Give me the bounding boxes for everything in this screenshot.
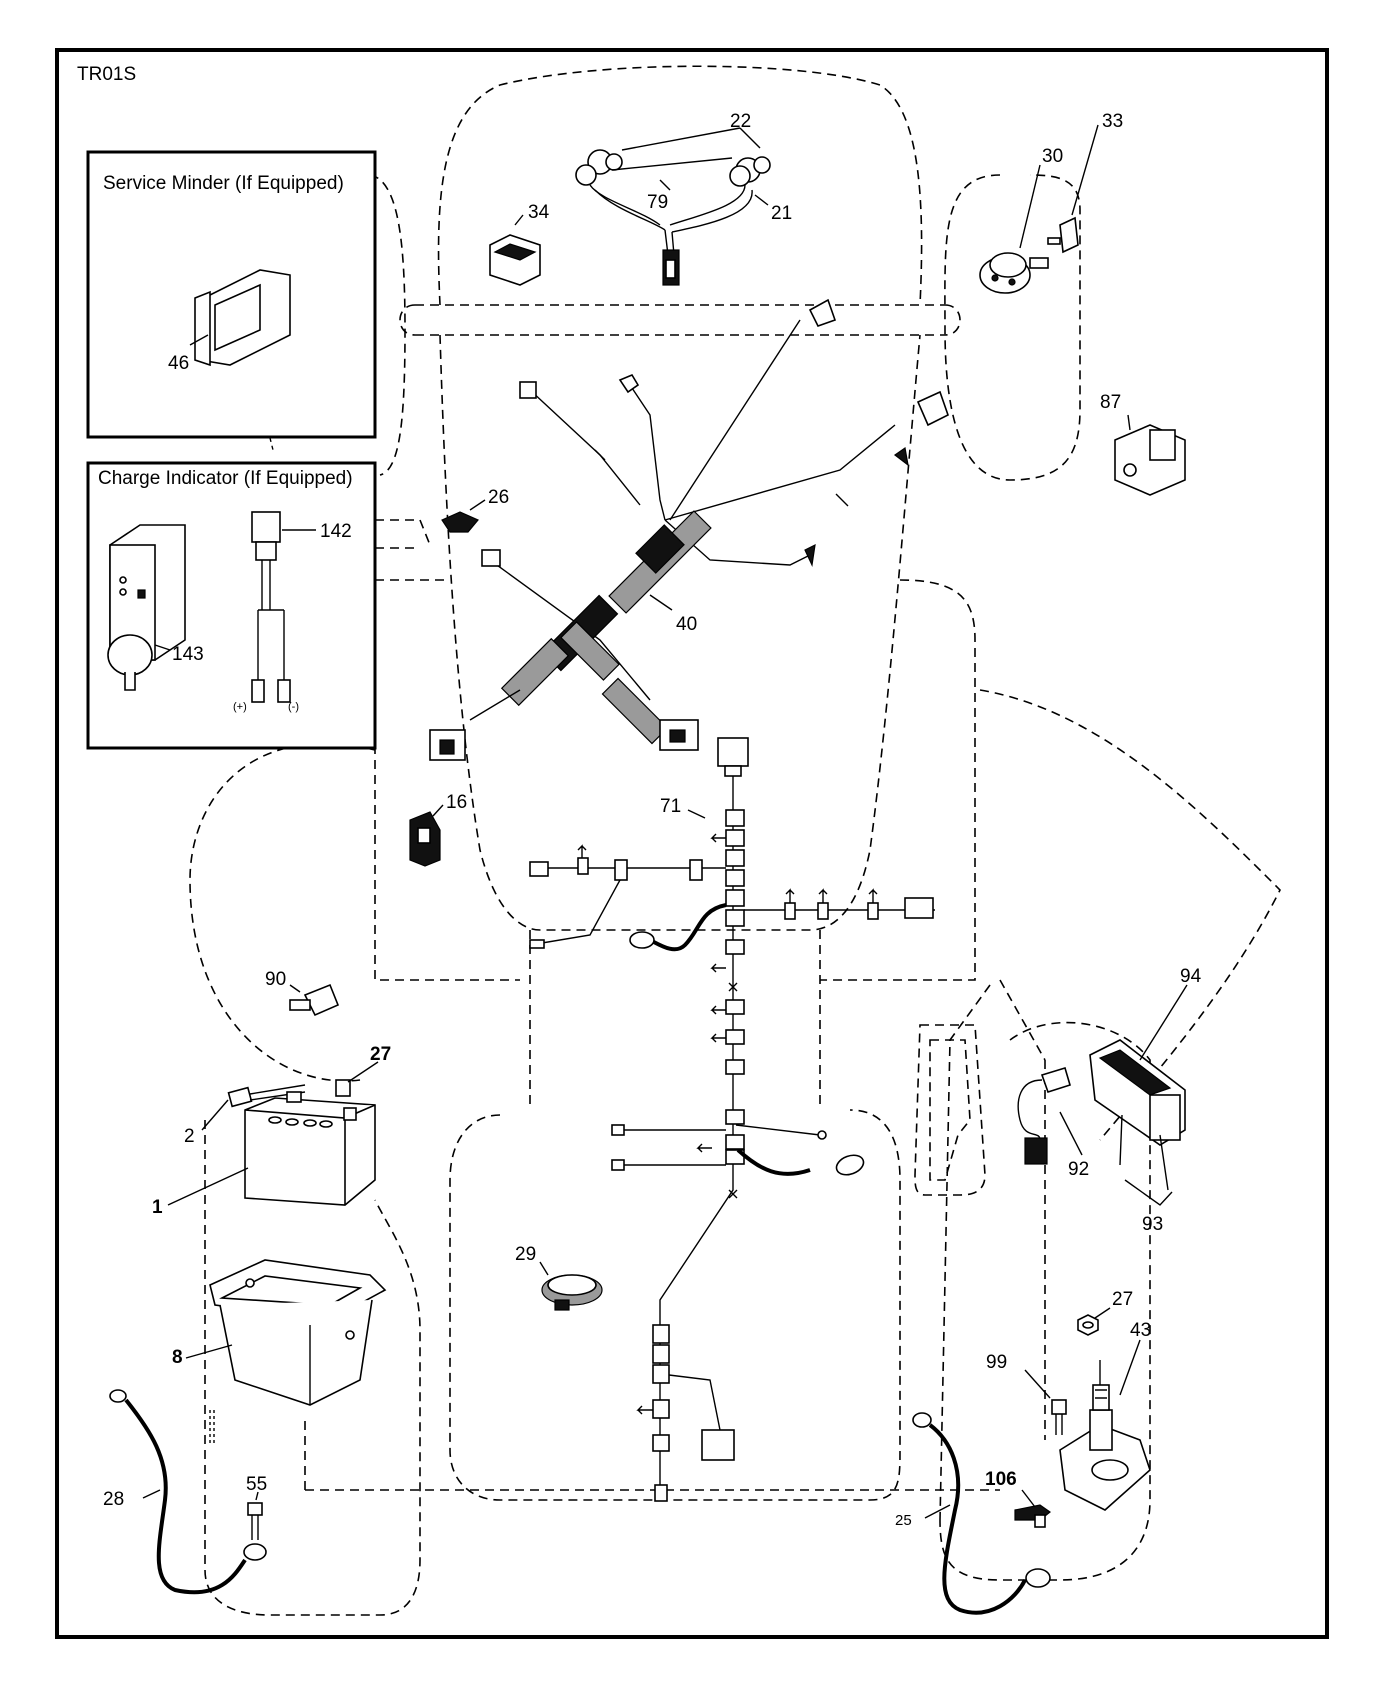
part-label-90: 90 — [265, 969, 286, 990]
pedal-plate — [914, 1024, 986, 1196]
part-label-93: 93 — [1142, 1214, 1163, 1235]
part-label-143: 143 — [172, 644, 204, 665]
service-minder-box: Service Minder (If Equipped) 46 — [86, 150, 377, 439]
tractor-outline — [189, 65, 1281, 1616]
part-label-27-top: 27 — [370, 1044, 391, 1065]
part-label-1: 1 — [152, 1197, 163, 1218]
part-label-33: 33 — [1102, 111, 1123, 132]
part-label-99: 99 — [986, 1352, 1007, 1373]
part-label-79: 79 — [647, 192, 668, 213]
part-label-94: 94 — [1180, 966, 1202, 987]
plus-terminal-label: (+) — [233, 701, 247, 713]
starter-solenoid — [1059, 1360, 1151, 1511]
part-label-21: 21 — [771, 203, 792, 224]
main-wire-harness — [429, 298, 949, 761]
interlock-module — [1017, 1039, 1186, 1191]
minus-terminal-label: (-) — [288, 701, 299, 713]
battery-tray — [209, 1259, 387, 1406]
charge-indicator-box: Charge Indicator (If Equipped) 143 142 (… — [86, 461, 377, 750]
part-label-34: 34 — [528, 202, 550, 223]
ground-bolt — [247, 1502, 263, 1540]
grommet — [541, 1274, 603, 1311]
part-label-2: 2 — [184, 1126, 195, 1147]
ignition-switch — [979, 252, 1049, 294]
part-label-16: 16 — [446, 792, 467, 813]
service-minder-module — [194, 269, 291, 367]
part-label-92: 92 — [1068, 1159, 1089, 1180]
part-label-8: 8 — [172, 1347, 183, 1368]
part-label-30: 30 — [1042, 146, 1063, 167]
part-label-55: 55 — [246, 1474, 267, 1495]
charge-indicator-harness — [251, 511, 291, 703]
part-label-71: 71 — [660, 796, 681, 817]
part-label-29: 29 — [515, 1244, 536, 1265]
part-label-142: 142 — [320, 521, 352, 542]
diagram-frame — [55, 48, 1329, 1639]
part-label-27-bottom: 27 — [1112, 1289, 1133, 1310]
part-label-22: 22 — [730, 111, 751, 132]
charge-indicator-title: Charge Indicator (If Equipped) — [98, 468, 353, 489]
ignition-key — [1047, 216, 1079, 254]
part-label-40: 40 — [676, 614, 697, 635]
solenoid-screw — [1051, 1399, 1067, 1435]
diagram-code: TR01S — [77, 64, 136, 85]
clutch-switch — [289, 983, 340, 1017]
part-label-28: 28 — [103, 1489, 124, 1510]
rear-wire-harness — [529, 737, 935, 1502]
fuse — [441, 511, 479, 533]
wire-clip — [1014, 1504, 1052, 1528]
part-label-43: 43 — [1130, 1320, 1151, 1341]
negative-battery-cable — [109, 1389, 267, 1595]
rocker-switch — [489, 234, 541, 286]
part-label-46: 46 — [168, 353, 189, 374]
part-label-26: 26 — [488, 487, 509, 508]
battery — [244, 1091, 376, 1206]
headlight-harness — [575, 149, 771, 286]
positive-battery-cable — [912, 1412, 1051, 1615]
solenoid-nut — [1077, 1314, 1099, 1336]
part-label-25: 25 — [895, 1512, 912, 1529]
part-label-106: 106 — [985, 1469, 1017, 1490]
part-label-87: 87 — [1100, 392, 1121, 413]
charge-indicator-gauge — [107, 524, 186, 691]
relay — [1114, 424, 1186, 496]
seat-switch — [409, 811, 441, 867]
service-minder-title: Service Minder (If Equipped) — [103, 173, 344, 194]
battery-nut — [335, 1079, 351, 1097]
